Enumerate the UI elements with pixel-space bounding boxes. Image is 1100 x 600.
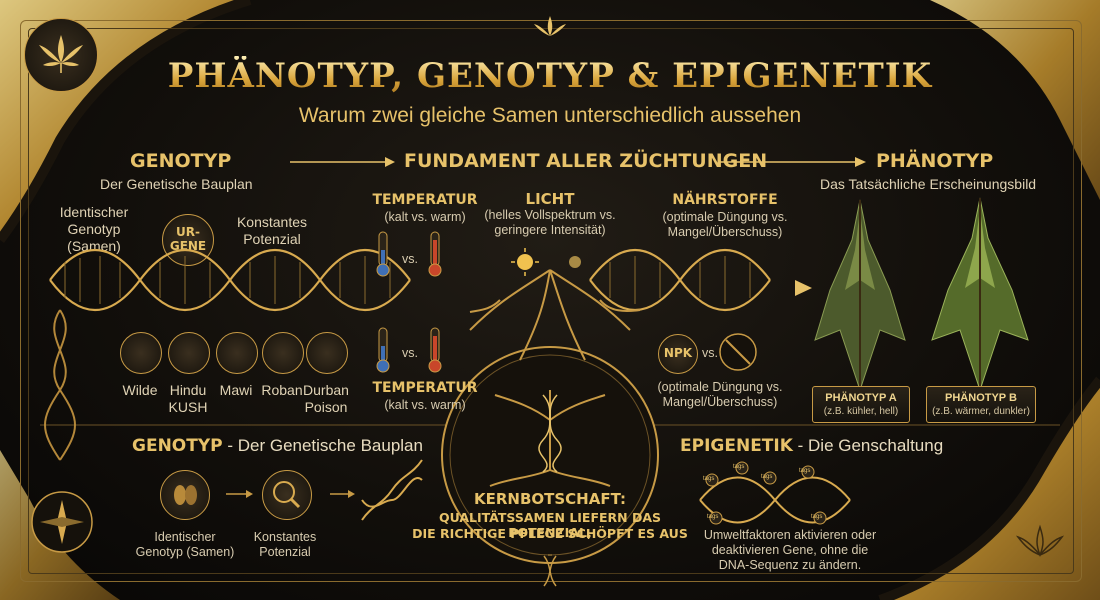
strain-label: Durban Poison	[303, 382, 349, 415]
no-fertilizer-icon	[719, 333, 757, 371]
strain-label: Wilde	[122, 382, 158, 398]
strain-label: Roban	[261, 382, 303, 398]
epigenetic-tag: tags	[707, 514, 719, 520]
phenotype-b-badge: PHÄNOTYP B (z.B. wärmer, dunkler)	[926, 386, 1036, 423]
magnifier-badge	[262, 470, 312, 520]
temperature-title-lower: TEMPERATUR	[372, 380, 478, 396]
vs-label: vs.	[702, 346, 718, 360]
seed-icon	[262, 332, 304, 374]
epigenetics-heading: EPIGENETIK - Die Genschaltung	[680, 436, 943, 456]
nutrients-subtitle-lower: (optimale Düngung vs. Mangel/Überschuss)	[657, 380, 783, 409]
seed-icon	[306, 332, 348, 374]
thermometer-cold-icon	[376, 327, 390, 373]
light-title: LICHT	[525, 190, 575, 208]
compass-icon	[31, 491, 93, 553]
phenotype-b-title: PHÄNOTYP B	[945, 392, 1017, 404]
seed-icon	[174, 485, 197, 505]
dna-helix-icon	[543, 555, 557, 587]
strain-label: Mawi	[219, 382, 253, 398]
cannabis-leaf-icon	[39, 35, 83, 73]
genotyp-heading: GENOTYP	[130, 150, 232, 172]
epigenetic-tag: tags	[703, 476, 715, 482]
bottom-identical-label: Identischer Genotyp (Samen)	[135, 530, 235, 559]
seed-icon	[160, 470, 210, 520]
phenotype-a-subtitle: (z.B. kühler, hell)	[823, 406, 899, 417]
phenotype-a-title: PHÄNOTYP A	[825, 392, 897, 404]
npk-label: NPK	[663, 346, 693, 360]
thermometer-cold-icon	[376, 231, 390, 277]
dna-helix-icon	[361, 459, 423, 521]
epigenetic-tag: tags	[811, 514, 823, 520]
temperature-subtitle-lower: (kalt vs. warm)	[384, 398, 466, 412]
bottom-constant-label: Konstantes Potenzial	[253, 530, 317, 559]
cannabis-leaf-icon	[534, 16, 566, 36]
core-message-heading: KERNBOTSCHAFT:	[473, 490, 627, 508]
epigenetic-tag: tags	[799, 468, 811, 474]
nutrients-subtitle: (optimale Düngung vs. Mangel/Überschuss)	[662, 210, 788, 239]
genotyp-subheading: Der Genetische Bauplan	[100, 176, 253, 192]
seed-icon	[216, 332, 258, 374]
cannabis-leaf-icon	[1015, 524, 1065, 558]
phaenotyp-heading: PHÄNOTYP	[876, 150, 994, 172]
sun-icon	[569, 256, 581, 268]
core-message-line1: QUALITÄTSSAMEN LIEFERN DAS POTENZIAL,	[438, 510, 662, 540]
seed-icon	[168, 332, 210, 374]
npk-icon: NPK	[658, 334, 698, 374]
magnifier-icon	[273, 481, 301, 509]
epigenetic-tag: tags	[761, 474, 773, 480]
sun-icon	[511, 248, 539, 276]
epigenetic-tag: tags	[733, 464, 745, 470]
constant-potential-label: Konstantes Potenzial	[236, 214, 308, 247]
bottom-genotype-heading-bold: GENOTYP	[132, 436, 223, 456]
phenotype-a-badge: PHÄNOTYP A (z.B. kühler, hell)	[812, 386, 910, 423]
thermometer-warm-icon	[428, 327, 442, 373]
thermometer-warm-icon	[428, 231, 442, 277]
epigenetics-heading-rest: - Die Genschaltung	[792, 436, 944, 455]
dna-helix-icon	[699, 476, 851, 524]
strain-label: Hindu KUSH	[168, 382, 208, 415]
light-subtitle: (helles Vollspektrum vs. geringere Inten…	[484, 208, 616, 237]
phenotype-b-subtitle: (z.B. wärmer, dunkler)	[932, 406, 1030, 417]
cannabis-emblem	[24, 18, 98, 92]
bottom-genotype-heading: GENOTYP - Der Genetische Bauplan	[132, 436, 423, 456]
center-heading: FUNDAMENT ALLER ZÜCHTUNGEN	[404, 150, 768, 172]
nutrients-title: NÄHRSTOFFE	[672, 192, 778, 208]
epigenetics-heading-bold: EPIGENETIK	[680, 436, 793, 456]
page-title: PHÄNOTYP, GENOTYP & EPIGENETIK	[0, 56, 1100, 96]
bottom-genotype-heading-rest: - Der Genetische Bauplan	[222, 436, 423, 455]
seed-icon	[120, 332, 162, 374]
vs-label: vs.	[402, 346, 418, 360]
ur-gene-label: UR-GENE	[169, 225, 207, 253]
core-message-line2: DIE RICHTIGE PFLEGE SCHÖPFT ES AUS	[412, 526, 688, 541]
phaenotyp-subheading: Das Tatsächliche Erscheinungsbild	[820, 176, 1037, 192]
epigenetics-text: Umweltfaktoren aktivieren oder deaktivie…	[703, 528, 877, 572]
page-subtitle: Warum zwei gleiche Samen unterschiedlich…	[298, 104, 802, 127]
identical-genotype-label: Identischer Genotyp (Samen)	[59, 204, 129, 254]
temperature-subtitle: (kalt vs. warm)	[384, 210, 466, 224]
vs-label: vs.	[402, 252, 418, 266]
temperature-title: TEMPERATUR	[372, 192, 478, 208]
